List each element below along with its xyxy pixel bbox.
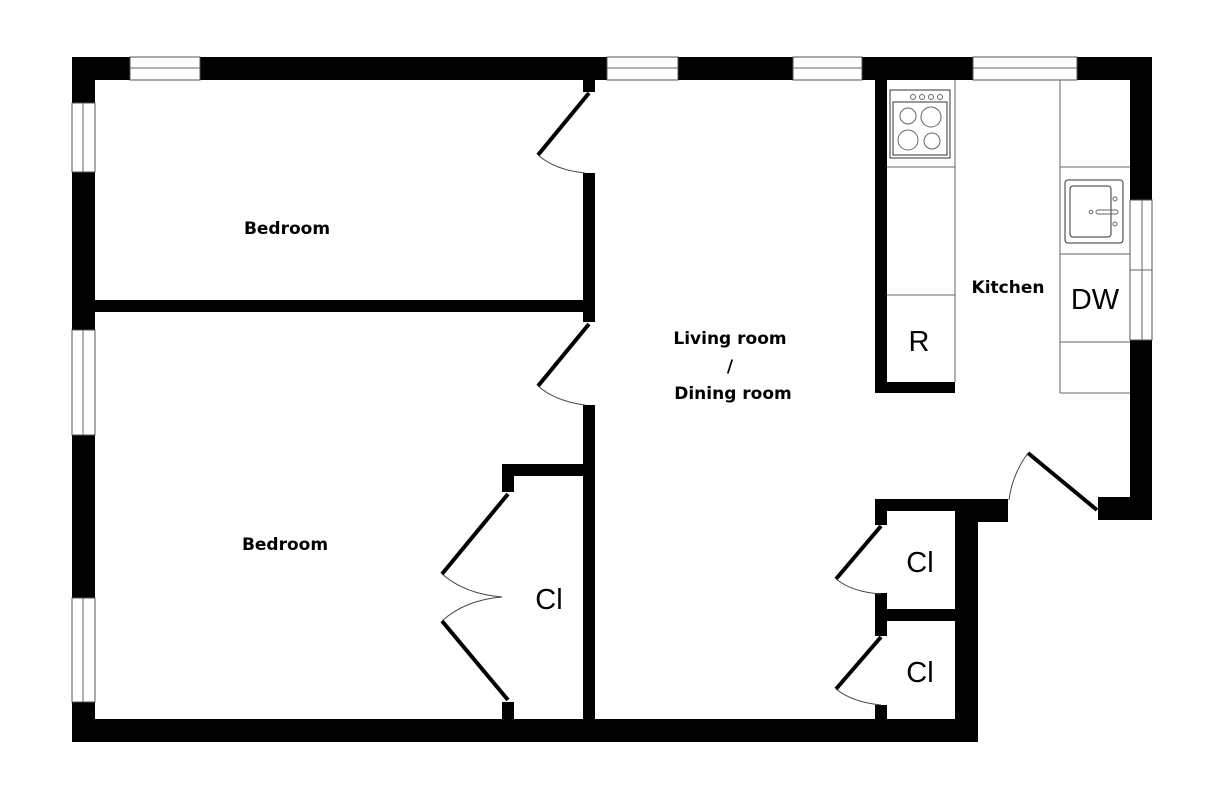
window-top-2: [606, 56, 679, 81]
sink-icon: [1064, 179, 1124, 244]
bedroom-bottom-door[interactable]: [536, 322, 591, 406]
closet-stub-1: [875, 499, 887, 525]
window-right-kitchen: [1129, 199, 1153, 341]
stove-icon: [889, 89, 951, 159]
window-left-3: [71, 597, 96, 703]
exterior-wall-step-vertical: [955, 499, 978, 742]
closet-divider-wall: [875, 609, 955, 621]
bedroom-divider-wall: [95, 300, 595, 312]
window-left-2: [71, 329, 96, 436]
room-label-living-room: Living room: [673, 329, 786, 349]
entry-wall-left: [955, 499, 1008, 522]
window-top-3: [792, 56, 863, 81]
entry-wall-right: [1098, 497, 1152, 520]
dishwasher-label: DW: [1071, 284, 1120, 316]
entry-door[interactable]: [1008, 451, 1099, 512]
closet-stub-3: [875, 705, 887, 719]
closet-upper-door[interactable]: [834, 524, 883, 595]
room-label-slash: /: [727, 357, 734, 377]
refrigerator-label: R: [909, 326, 930, 358]
room-label-bedroom-top: Bedroom: [244, 219, 330, 239]
closet-lower-door[interactable]: [834, 635, 883, 706]
room-label-dining-room: Dining room: [674, 384, 792, 404]
closet-label-lower: Cl: [906, 657, 933, 689]
kitchen-counter-right: [1059, 80, 1130, 394]
kitchen-wall: [875, 80, 887, 393]
bedroom-top-door[interactable]: [536, 91, 591, 174]
closet-label-bedroom: Cl: [535, 584, 562, 616]
window-left-1: [71, 102, 96, 173]
bedroom-closet-door-lower[interactable]: [440, 596, 510, 702]
closet-label-upper: Cl: [906, 547, 933, 579]
bedroom-closet-stub-bottom: [502, 702, 514, 719]
window-top-kitchen: [972, 56, 1078, 81]
exterior-wall-bottom: [72, 719, 978, 742]
bedroom-closet-door-upper[interactable]: [440, 492, 510, 598]
room-label-kitchen: Kitchen: [972, 278, 1045, 298]
kitchen-counter-left: [887, 80, 956, 382]
bedroom-wall-lower: [583, 405, 595, 719]
window-top-1: [129, 56, 201, 81]
bedroom-closet-stub-top: [502, 464, 514, 492]
bedroom-closet-wall: [502, 464, 595, 476]
kitchen-wall-bottom: [875, 382, 955, 393]
room-label-bedroom-bottom: Bedroom: [242, 535, 328, 555]
bedroom-wall-upper: [583, 173, 595, 322]
wall-stub: [583, 80, 595, 92]
